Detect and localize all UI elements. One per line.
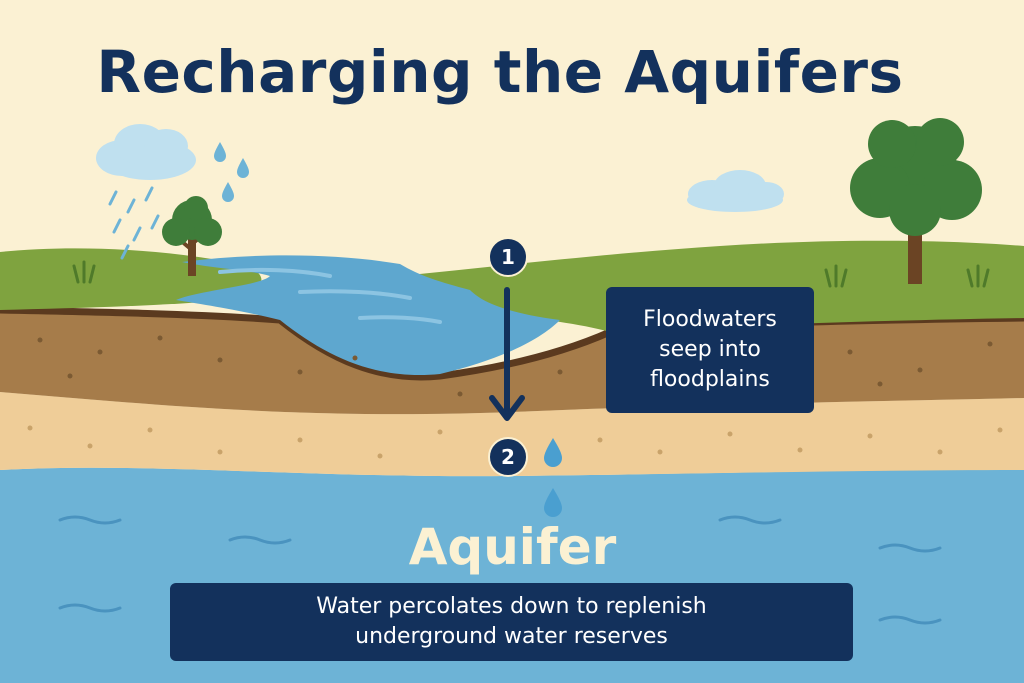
callout-line: Floodwaters xyxy=(643,307,777,332)
percolation-caption: Water percolates down to replenish under… xyxy=(170,583,853,661)
step-one-badge: 1 xyxy=(488,237,528,277)
step-two-badge: 2 xyxy=(488,437,528,477)
tree-icon xyxy=(850,118,982,284)
cloud-icon xyxy=(687,170,784,212)
floodwater-callout: Floodwaters seep into floodplains xyxy=(606,287,814,413)
raindrop-icon xyxy=(544,438,562,517)
caption-line: Water percolates down to replenish xyxy=(316,594,707,619)
page-title: Recharging the Aquifers xyxy=(96,38,904,106)
lake-highlight xyxy=(218,267,442,324)
grass-tufts xyxy=(72,260,990,288)
tree-icon xyxy=(162,196,222,276)
callout-line: seep into xyxy=(659,337,761,362)
callout-line: floodplains xyxy=(650,367,770,392)
rain-streaks xyxy=(108,186,160,260)
grass-right xyxy=(400,240,1024,332)
sand-dots xyxy=(27,425,1003,459)
sand-layer xyxy=(0,392,1024,477)
floodwater-lake xyxy=(176,255,560,376)
arrow-down-icon xyxy=(489,287,525,421)
raindrop-icon xyxy=(214,142,249,202)
caption-line: underground water reserves xyxy=(355,624,668,649)
aquifer-waves xyxy=(58,515,942,625)
aquifer-label: Aquifer xyxy=(408,518,617,576)
cloud-icon xyxy=(96,124,196,180)
